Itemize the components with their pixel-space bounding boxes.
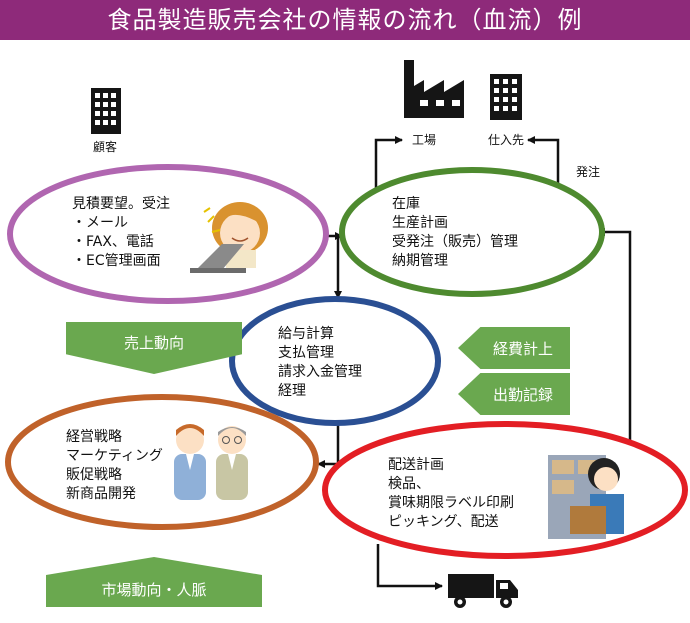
accounting-line: 経理 [278, 383, 306, 399]
sales-line: ・EC管理画面 [72, 253, 161, 269]
attendance-arrow: 出勤記録 [458, 373, 570, 415]
management-line: 販促戦略 [66, 467, 122, 483]
building-icon [91, 88, 121, 134]
factory-icon [404, 60, 464, 118]
connector-production-factory [374, 136, 403, 188]
management-box: 経営戦略 マーケティング 販促戦略 新商品開発 [66, 428, 163, 504]
sales-line: 見積要望。受注 [72, 196, 170, 212]
accounting-line: 支払管理 [278, 345, 334, 361]
sales-line: ・メール [72, 215, 128, 231]
connector-production-supplier [527, 136, 560, 186]
order-label: 発注 [576, 165, 601, 179]
management-line: 新商品開発 [66, 486, 136, 502]
building-icon [490, 74, 522, 120]
production-box: 在庫 生産計画 受発注（販売）管理 納期管理 [392, 195, 518, 271]
accounting-line: 給与計算 [278, 326, 334, 342]
logistics-box: 配送計画 検品、 賞味期限ラベル印刷 ピッキング、配送 [388, 456, 514, 532]
operator-laptop-illustration [190, 202, 268, 273]
truck-icon [448, 574, 518, 608]
expenses-arrow: 経費計上 [458, 327, 570, 369]
sales-line: ・FAX、電話 [72, 234, 154, 250]
attendance-label: 出勤記録 [492, 385, 553, 404]
warehouse-worker-illustration [548, 455, 624, 539]
production-line: 在庫 [392, 196, 420, 212]
supplier-label: 仕入先 [488, 133, 525, 147]
sales-trend-label: 売上動向 [123, 333, 184, 352]
customer-label: 顧客 [93, 140, 118, 154]
accounting-line: 請求入金管理 [278, 364, 362, 380]
accounting-box: 給与計算 支払管理 請求入金管理 経理 [278, 325, 362, 401]
logistics-line: 検品、 [388, 476, 430, 492]
expenses-label: 経費計上 [492, 339, 553, 358]
connector-logistics-truck [376, 544, 443, 590]
logistics-line: 配送計画 [388, 457, 444, 473]
page-title: 食品製造販売会社の情報の流れ（血流）例 [0, 0, 690, 40]
production-line: 生産計画 [392, 215, 448, 231]
businessmen-illustration [174, 424, 248, 500]
production-line: 納期管理 [392, 253, 448, 269]
accounting-ellipse [229, 296, 441, 426]
sales-box: 見積要望。受注 ・メール ・FAX、電話 ・EC管理画面 [72, 195, 170, 271]
logistics-line: 賞味期限ラベル印刷 [388, 495, 514, 511]
connector-logistics-production [597, 228, 632, 446]
logistics-line: ピッキング、配送 [388, 514, 499, 530]
management-line: マーケティング [66, 448, 163, 464]
market-label: 市場動向・人脈 [101, 580, 207, 599]
factory-label: 工場 [412, 133, 437, 147]
production-line: 受発注（販売）管理 [392, 234, 518, 250]
production-ellipse [339, 167, 605, 297]
management-line: 経営戦略 [66, 429, 122, 445]
